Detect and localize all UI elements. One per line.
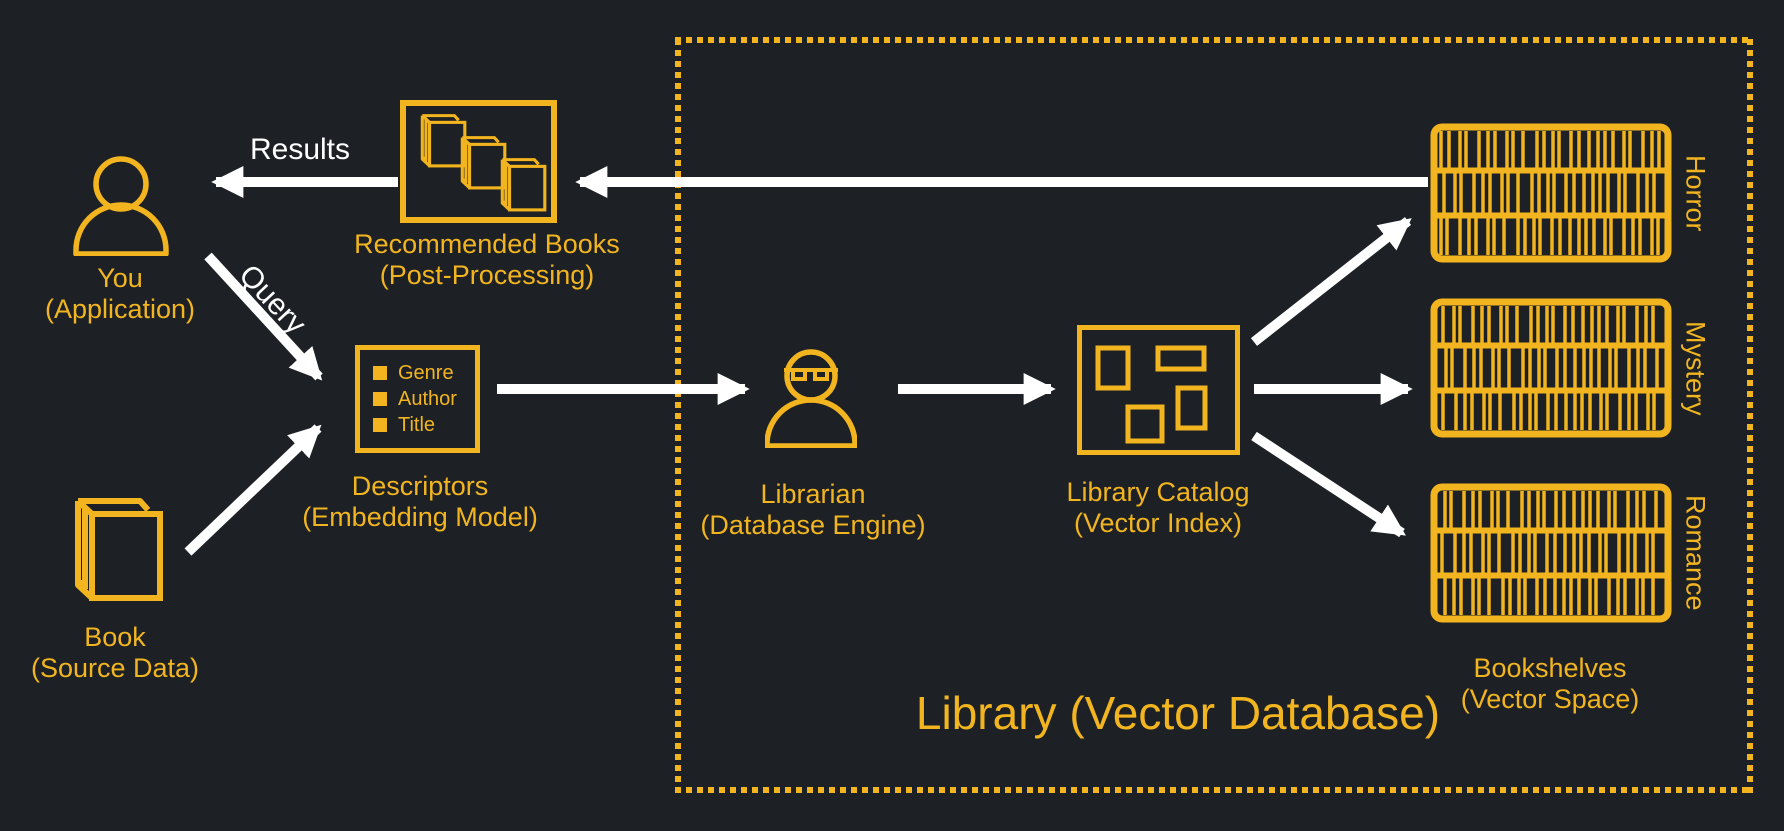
librarian-label: Librarian (Database Engine)	[700, 479, 926, 540]
shelf-label-mystery: Mystery	[1680, 320, 1711, 416]
square-bullet-icon	[373, 392, 387, 406]
descriptor-item-title: Title	[373, 415, 469, 435]
recommended-books-node	[400, 100, 557, 223]
library-catalog-label: Library Catalog (Vector Index)	[1066, 477, 1250, 538]
bookshelf-icon	[1430, 123, 1672, 263]
descriptor-text: Title	[398, 414, 436, 436]
shelf-label-horror: Horror	[1680, 154, 1711, 232]
descriptors-node: Genre Author Title	[355, 345, 480, 453]
square-bullet-icon	[373, 366, 387, 380]
bookshelf-icon	[1430, 298, 1672, 438]
book-node	[66, 494, 166, 609]
descriptors-label: Descriptors (Embedding Model)	[302, 471, 538, 532]
bookshelves-label: Bookshelves (Vector Space)	[1460, 653, 1640, 714]
bookshelf-icon	[1430, 483, 1672, 623]
book-label: Book (Source Data)	[30, 622, 200, 683]
book-icon	[66, 494, 166, 604]
book-stack-icon	[420, 114, 547, 212]
you-node	[71, 152, 171, 261]
library-catalog-node	[1077, 325, 1240, 455]
person-icon	[71, 152, 171, 256]
recommended-books-label: Recommended Books (Post-Processing)	[354, 229, 620, 290]
vector-index-icon	[1095, 345, 1208, 444]
bookshelf-romance	[1430, 483, 1672, 628]
librarian-icon	[765, 348, 857, 448]
descriptor-text: Author	[398, 388, 457, 410]
results-arrow-label: Results	[249, 133, 351, 166]
you-label: You (Application)	[44, 263, 196, 324]
descriptor-text: Genre	[398, 362, 454, 384]
descriptor-item-genre: Genre	[373, 363, 469, 383]
library-title: Library (Vector Database)	[915, 687, 1441, 739]
shelf-label-romance: Romance	[1680, 495, 1711, 611]
square-bullet-icon	[373, 418, 387, 432]
bookshelf-horror	[1430, 123, 1672, 268]
librarian-node	[765, 348, 857, 453]
bookshelf-mystery	[1430, 298, 1672, 443]
descriptor-item-author: Author	[373, 389, 469, 409]
